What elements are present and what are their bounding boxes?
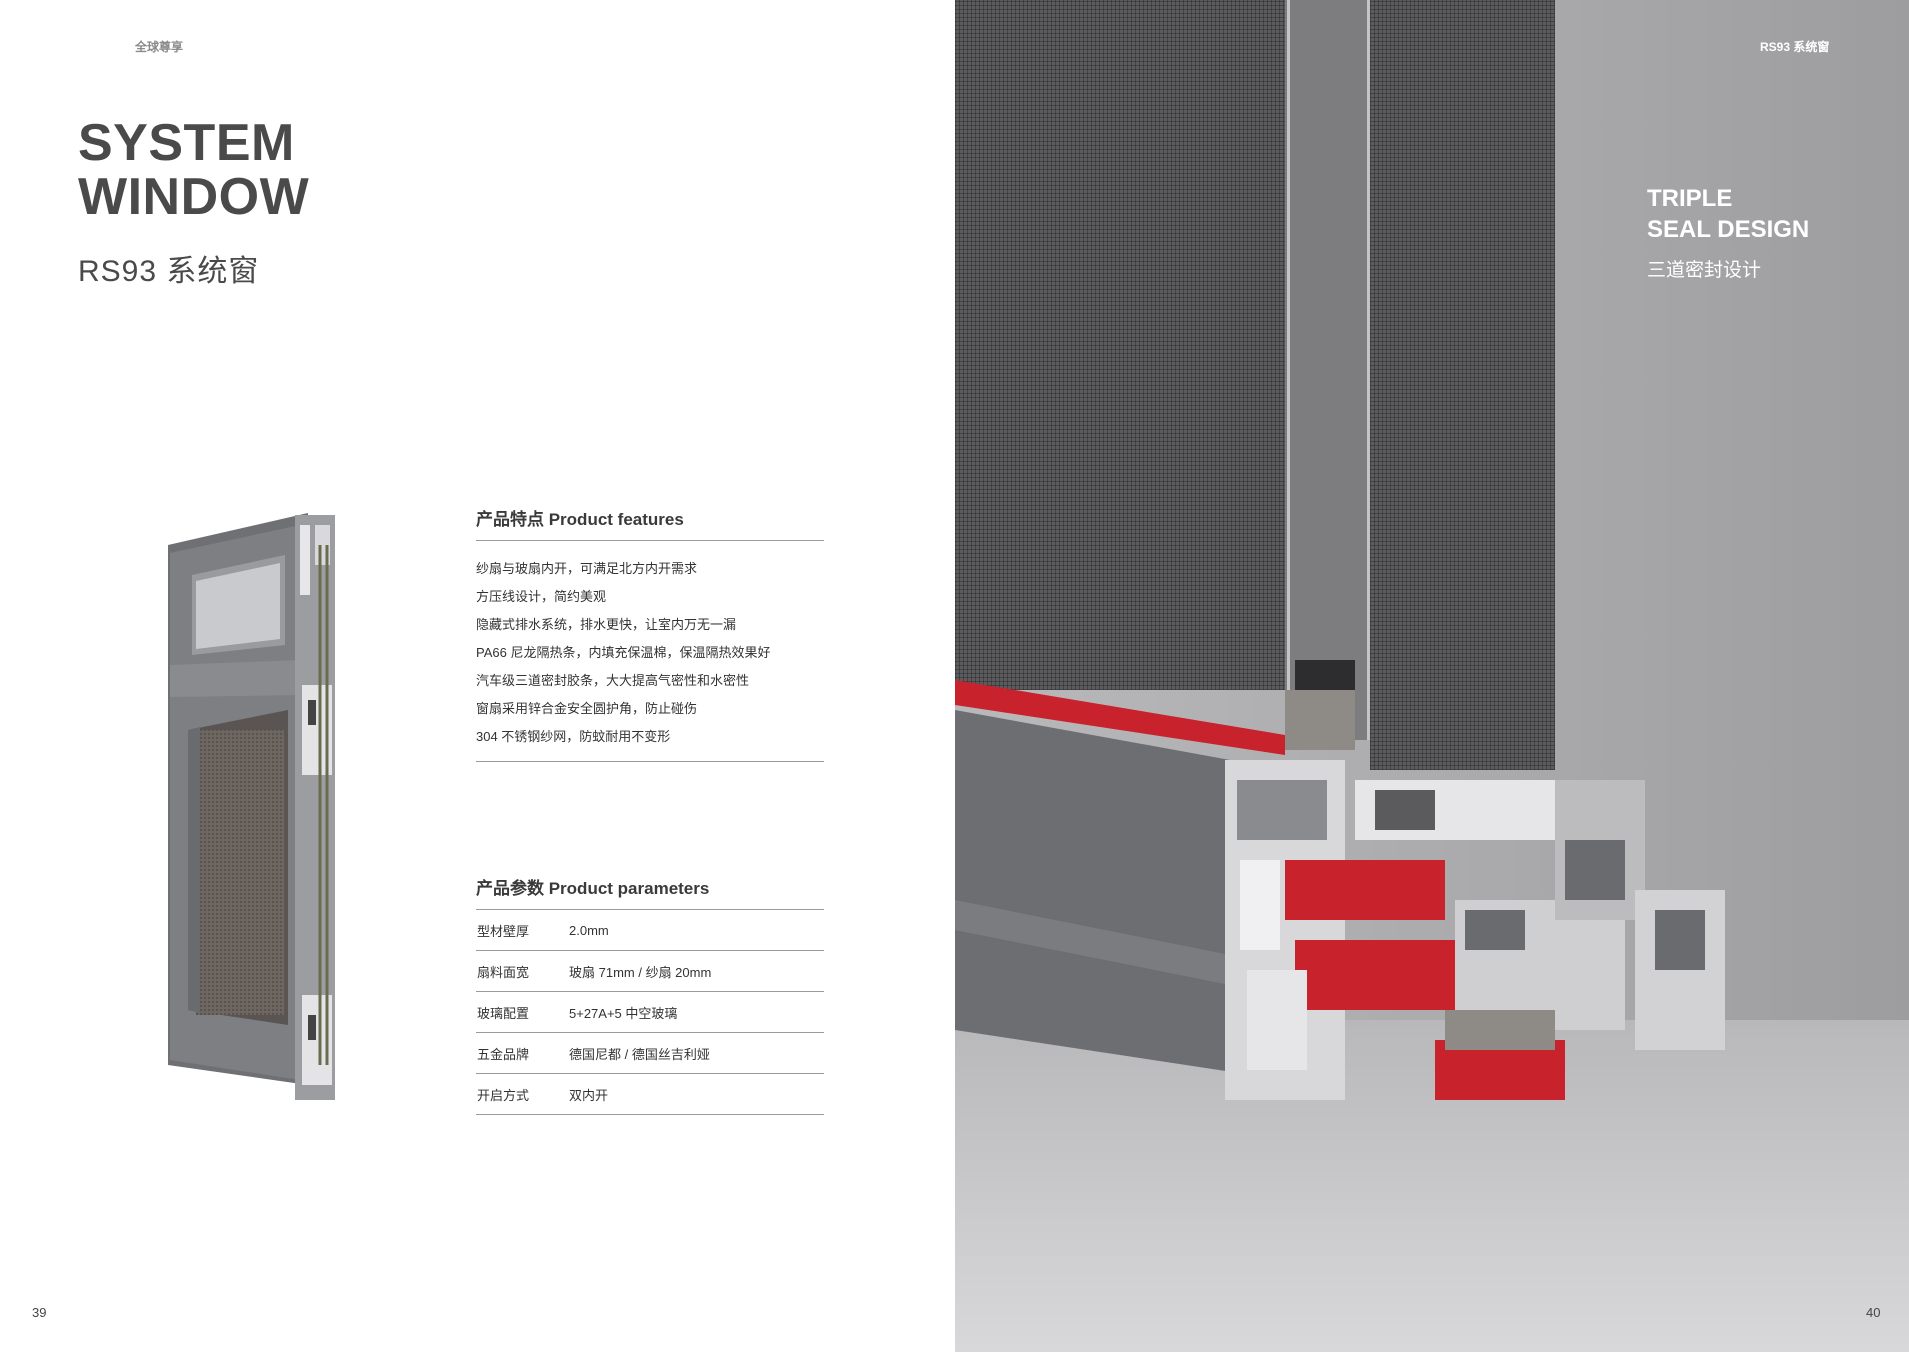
parameter-label: 玻璃配置	[476, 991, 568, 1033]
product-features-section: 产品特点 Product features 纱扇与玻扇内开，可满足北方内开需求 …	[476, 505, 824, 762]
profile-section-illustration	[955, 660, 1909, 1352]
glass-divider	[1285, 0, 1370, 740]
parameter-value: 5+27A+5 中空玻璃	[568, 991, 824, 1033]
seal-design-caption: TRIPLE SEAL DESIGN 三道密封设计	[1647, 183, 1809, 282]
screen-mesh-panel-right	[1370, 0, 1555, 770]
glass-edge	[1367, 0, 1370, 740]
parameter-row: 五金品牌 德国尼都 / 德国丝吉利娅	[476, 1032, 824, 1074]
feature-item: 方压线设计，简约美观	[476, 589, 607, 604]
glass-edge	[1287, 0, 1290, 740]
page-title: SYSTEM WINDOW	[78, 116, 309, 224]
parameter-value: 德国尼都 / 德国丝吉利娅	[568, 1032, 824, 1074]
screen-mesh-texture	[196, 730, 284, 1015]
feature-item: 汽车级三道密封胶条，大大提高气密性和水密性	[476, 673, 750, 688]
feature-item: 窗扇采用锌合金安全圆护角，防止碰伤	[476, 701, 698, 716]
title-line-2: WINDOW	[78, 168, 310, 226]
parameter-label: 扇料面宽	[476, 950, 568, 992]
left-page-header: 全球尊享	[135, 40, 184, 54]
parameters-table: 型材壁厚 2.0mm 扇料面宽 玻扇 71mm / 纱扇 20mm 玻璃配置 5…	[476, 910, 824, 1115]
feature-item: 隐藏式排水系统，排水更快，让室内万无一漏	[476, 617, 737, 632]
seal-title-cn: 三道密封设计	[1647, 260, 1762, 281]
product-model-title: RS93 系统窗	[78, 255, 260, 288]
parameter-label: 五金品牌	[476, 1032, 568, 1074]
feature-item: PA66 尼龙隔热条，内填充保温棉，保温隔热效果好	[476, 645, 771, 660]
right-page-header: RS93 系统窗	[1760, 40, 1830, 54]
parameter-row: 扇料面宽 玻扇 71mm / 纱扇 20mm	[476, 950, 824, 992]
parameter-value: 2.0mm	[568, 910, 824, 951]
features-heading: 产品特点 Product features	[476, 505, 824, 541]
left-page: 全球尊享 SYSTEM WINDOW RS93 系统窗	[32, 40, 824, 1320]
parameter-row: 型材壁厚 2.0mm	[476, 910, 824, 951]
title-line-1: SYSTEM	[78, 114, 295, 172]
product-parameters-section: 产品参数 Product parameters 型材壁厚 2.0mm 扇料面宽 …	[476, 874, 824, 1115]
parameter-label: 型材壁厚	[476, 910, 568, 951]
right-page-number: 40	[1866, 1305, 1881, 1320]
parameter-row: 玻璃配置 5+27A+5 中空玻璃	[476, 991, 824, 1033]
parameter-value: 双内开	[568, 1073, 824, 1115]
left-page-number: 39	[32, 1305, 47, 1320]
parameter-label: 开启方式	[476, 1073, 568, 1115]
parameter-value: 玻扇 71mm / 纱扇 20mm	[568, 950, 824, 992]
seal-title-line-2: SEAL DESIGN	[1647, 216, 1810, 243]
window-product-illustration	[168, 513, 335, 1100]
feature-item: 纱扇与玻扇内开，可满足北方内开需求	[476, 561, 698, 576]
parameter-row: 开启方式 双内开	[476, 1073, 824, 1115]
feature-item: 304 不锈钢纱网，防蚊耐用不变形	[476, 729, 671, 744]
parameters-heading: 产品参数 Product parameters	[476, 874, 824, 910]
seal-title-line-1: TRIPLE	[1647, 185, 1733, 212]
screen-mesh-panel-left	[955, 0, 1285, 690]
right-page: RS93 系统窗 TRIPLE SEAL DESIGN 三道密封设计 40	[955, 0, 1909, 1352]
features-list: 纱扇与玻扇内开，可满足北方内开需求 方压线设计，简约美观 隐藏式排水系统，排水更…	[476, 541, 824, 762]
